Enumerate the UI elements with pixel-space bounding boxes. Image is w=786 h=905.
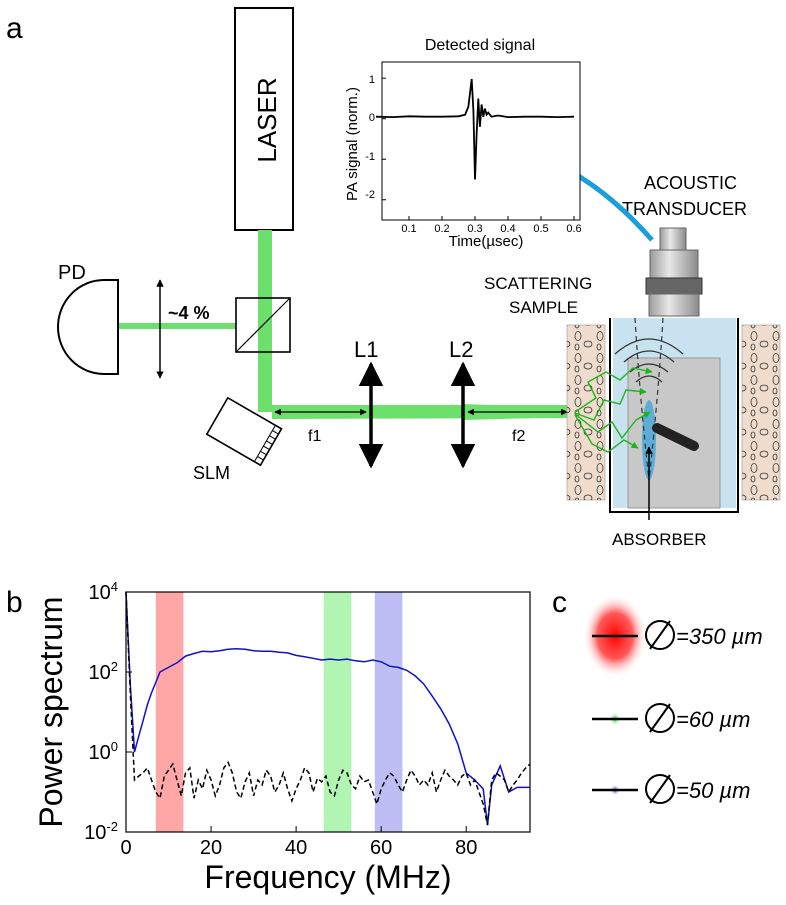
acoustic-focus xyxy=(642,400,656,480)
panel-b-label: b xyxy=(6,586,23,619)
x-tick-label: 0 xyxy=(120,837,131,859)
beam-splitter xyxy=(235,297,291,353)
diameter-icon xyxy=(645,620,675,650)
spectrum-frame xyxy=(125,591,531,833)
sample-label-1: SCATTERING xyxy=(484,274,592,293)
inset-ytick: -1 xyxy=(365,151,375,163)
spot-50: =50 µm xyxy=(592,774,750,804)
transducer-label-2: TRANSDUCER xyxy=(622,199,747,219)
laser-box xyxy=(234,7,294,231)
x-tick-label: 60 xyxy=(370,837,392,859)
inset-xlabel: Time(µsec) xyxy=(449,233,524,250)
diameter-icon xyxy=(645,774,675,804)
spot-60: =60 µm xyxy=(592,703,750,733)
beam-vertical xyxy=(258,230,272,412)
scattered-light xyxy=(574,367,653,453)
ultrasound-transducer xyxy=(645,227,703,317)
inset-xtick: 0.3 xyxy=(467,223,482,235)
focus-cone xyxy=(634,317,664,481)
spot-50-label: =50 µm xyxy=(676,778,750,803)
f2-label: f2 xyxy=(512,428,525,445)
inset-xtick: 0.6 xyxy=(566,223,581,235)
panel-a-label: a xyxy=(6,12,23,45)
absorber-label: ABSORBER xyxy=(612,530,706,549)
frequency-band xyxy=(374,592,403,832)
spot-60-label: =60 µm xyxy=(676,707,750,732)
f1-label: f1 xyxy=(308,428,321,445)
frequency-band xyxy=(155,592,184,832)
inset-xtick: 0.4 xyxy=(500,223,515,235)
y-tick-label: 102 xyxy=(89,659,118,684)
panel-c-label: c xyxy=(552,586,567,619)
inset-ylabel: PA signal (norm.) xyxy=(344,87,361,201)
lens-l1-label: L1 xyxy=(354,337,378,362)
inset-ytick: -2 xyxy=(365,189,375,201)
y-tick-label: 100 xyxy=(89,739,118,764)
inset-title: Detected signal xyxy=(425,37,535,54)
absorber-rod xyxy=(652,423,699,451)
spectrum-xlabel: Frequency (MHz) xyxy=(204,859,451,895)
slm-label: SLM xyxy=(193,463,230,483)
signal-spectrum-line xyxy=(125,591,530,826)
sample-label-2: SAMPLE xyxy=(509,298,578,317)
inset-xtick: 0.1 xyxy=(401,223,416,235)
inset-frame xyxy=(381,61,581,221)
split-ratio: ~4 % xyxy=(168,303,210,323)
slm-device xyxy=(205,396,283,467)
y-tick-label: 104 xyxy=(89,579,118,604)
detected-signal-chart: Detected signal PA signal (norm.) Time(µ… xyxy=(344,37,582,250)
photodiode xyxy=(57,279,119,375)
inset-xtick: 0.5 xyxy=(533,223,548,235)
beam-to-pd xyxy=(118,323,236,329)
laser-label: LASER xyxy=(252,77,282,162)
y-tick-label: 10-2 xyxy=(84,819,118,844)
spot-350: =350 µm xyxy=(583,594,763,678)
inset-ytick: 0 xyxy=(369,112,375,124)
lens-l2-label: L2 xyxy=(449,337,473,362)
x-tick-label: 40 xyxy=(285,837,307,859)
transducer-label-1: ACOUSTIC xyxy=(644,173,737,193)
acoustic-waves xyxy=(623,350,675,383)
inset-xtick: 0.2 xyxy=(434,223,449,235)
pd-label: PD xyxy=(58,262,86,284)
x-tick-label: 80 xyxy=(455,837,477,859)
spot-350-label: =350 µm xyxy=(676,624,763,649)
noise-spectrum-line xyxy=(125,591,531,826)
tank-walls xyxy=(609,318,739,513)
diameter-icon xyxy=(645,703,675,733)
inset-ytick: 1 xyxy=(369,74,375,86)
frequency-band xyxy=(323,592,352,832)
spectrum-ylabel: Power spectrum xyxy=(33,596,69,827)
x-tick-label: 20 xyxy=(200,837,222,859)
inset-signal-line xyxy=(375,78,575,180)
